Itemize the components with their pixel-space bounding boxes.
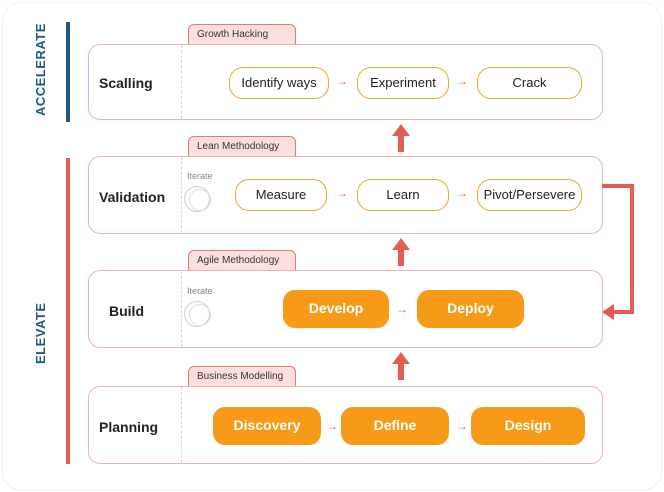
elevate-label: ELEVATE [33, 302, 48, 364]
tag-growth-hacking: Growth Hacking [188, 24, 296, 44]
iterate-label: Iterate [187, 286, 213, 296]
row-title-build: Build [109, 303, 144, 319]
elevate-bar [66, 158, 70, 464]
step-experiment: Experiment [357, 67, 449, 99]
iterate-label: Iterate [187, 171, 213, 181]
row-title-scaling: Scalling [99, 75, 153, 91]
step-learn: Learn [357, 179, 449, 211]
row-divider [181, 271, 182, 347]
step-discovery: Discovery [213, 407, 321, 445]
row-title-planning: Planning [99, 419, 159, 435]
iterate-circle-icon [189, 304, 211, 326]
tag-agile-methodology: Agile Methodology [188, 250, 296, 270]
step-measure: Measure [235, 179, 327, 211]
row-divider [181, 387, 182, 463]
step-arrow-icon: → [456, 74, 468, 88]
arrow-up-icon [392, 352, 410, 380]
accelerate-label: ACCELERATE [33, 23, 48, 116]
step-pivot-persevere: Pivot/Persevere [477, 179, 582, 211]
arrow-up-icon [392, 238, 410, 266]
step-arrow-icon: → [336, 74, 348, 88]
tag-business-modelling: Business Modelling [188, 366, 296, 386]
row-divider [181, 157, 182, 233]
step-develop: Develop [283, 290, 389, 328]
iterate-circle-icon [189, 189, 211, 211]
loop-arrow-icon [602, 184, 634, 320]
step-arrow-icon: → [326, 419, 338, 433]
step-arrow-icon: → [336, 186, 348, 200]
step-identify-ways: Identify ways [229, 67, 329, 99]
arrow-up-icon [392, 124, 410, 152]
row-divider [181, 45, 182, 119]
step-arrow-icon: → [396, 302, 408, 316]
step-arrow-icon: → [456, 186, 468, 200]
step-define: Define [341, 407, 449, 445]
step-deploy: Deploy [417, 290, 524, 328]
accelerate-bar [66, 22, 70, 122]
step-design: Design [471, 407, 585, 445]
row-title-validation: Validation [99, 189, 166, 205]
tag-lean-methodology: Lean Methodology [188, 136, 296, 156]
step-arrow-icon: → [456, 419, 468, 433]
step-crack: Crack [477, 67, 582, 99]
